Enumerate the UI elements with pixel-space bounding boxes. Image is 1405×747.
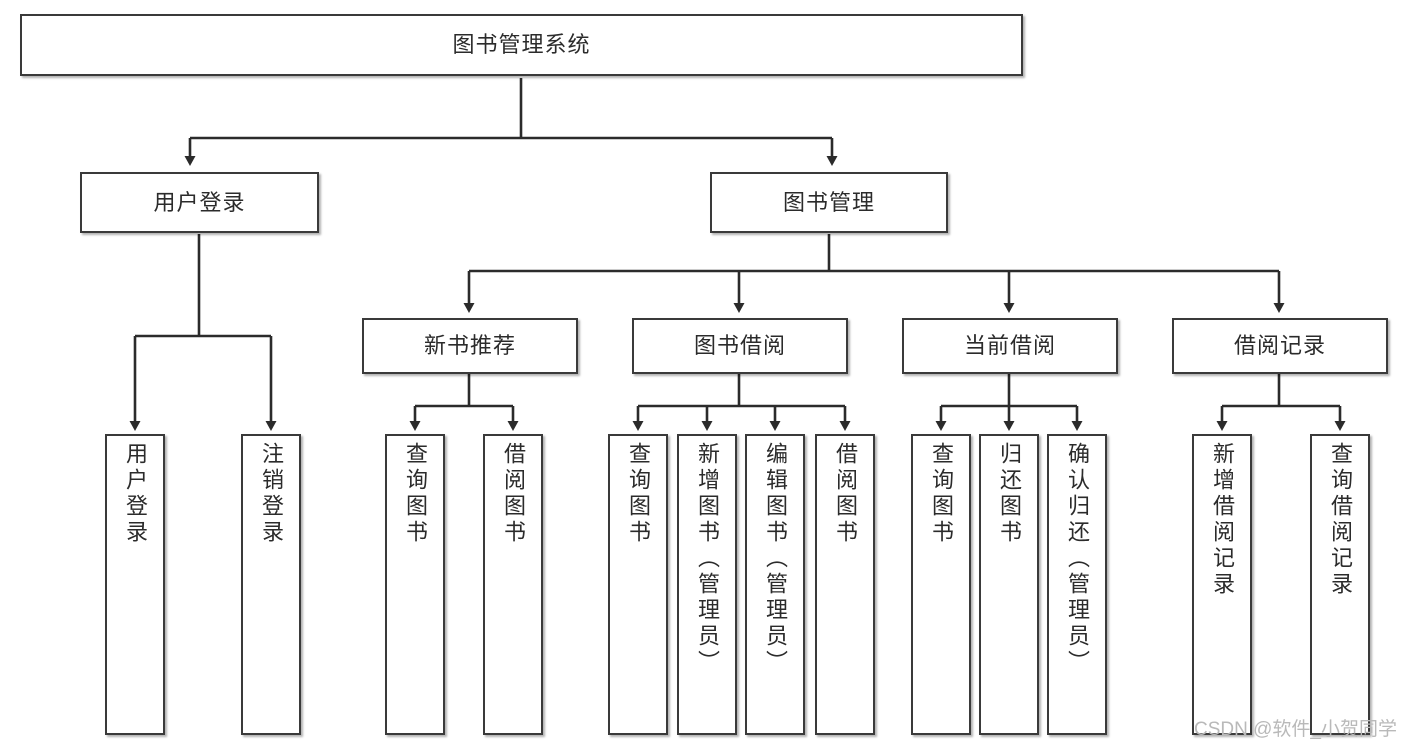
leaf-query-book-1[interactable]: 查询图书 [385, 434, 445, 735]
leaf-return-book[interactable]: 归还图书 [979, 434, 1039, 735]
leaf-borrow-book-1-label: 借阅图书 [501, 442, 526, 546]
leaf-edit-book[interactable]: 编辑图书（管理员） [745, 434, 805, 735]
leaf-confirm-return[interactable]: 确认归还（管理员） [1047, 434, 1107, 735]
leaf-query-record-label: 查询借阅记录 [1328, 442, 1353, 598]
leaf-add-book[interactable]: 新增图书（管理员） [677, 434, 737, 735]
leaf-logout[interactable]: 注销登录 [241, 434, 301, 735]
leaf-query-record[interactable]: 查询借阅记录 [1310, 434, 1370, 735]
leaf-borrow-book-2[interactable]: 借阅图书 [815, 434, 875, 735]
node-root[interactable]: 图书管理系统 [20, 14, 1023, 76]
node-current-borrow-label: 当前借阅 [963, 333, 1056, 359]
leaf-user-login[interactable]: 用户登录 [105, 434, 165, 735]
node-book-borrow-label: 图书借阅 [693, 333, 786, 359]
csdn-watermark: CSDN @软件_小贺同学 [1194, 719, 1397, 740]
leaf-confirm-return-label: 确认归还（管理员） [1065, 442, 1090, 676]
node-new-book-recommend[interactable]: 新书推荐 [362, 318, 578, 374]
node-book-management-label: 图书管理 [782, 189, 875, 215]
node-user-login[interactable]: 用户登录 [80, 172, 319, 233]
leaf-add-record-label: 新增借阅记录 [1210, 442, 1235, 598]
leaf-query-book-2[interactable]: 查询图书 [608, 434, 668, 735]
node-new-book-recommend-label: 新书推荐 [423, 333, 516, 359]
node-root-label: 图书管理系统 [452, 32, 591, 58]
node-user-login-label: 用户登录 [153, 189, 246, 215]
node-borrow-record[interactable]: 借阅记录 [1172, 318, 1388, 374]
node-book-management[interactable]: 图书管理 [710, 172, 948, 233]
leaf-return-book-label: 归还图书 [997, 442, 1022, 546]
leaf-logout-label: 注销登录 [259, 442, 284, 546]
leaf-query-book-3[interactable]: 查询图书 [911, 434, 971, 735]
node-borrow-record-label: 借阅记录 [1233, 333, 1326, 359]
node-current-borrow[interactable]: 当前借阅 [902, 318, 1118, 374]
leaf-borrow-book-1[interactable]: 借阅图书 [483, 434, 543, 735]
leaf-edit-book-label: 编辑图书（管理员） [763, 442, 788, 676]
leaf-query-book-2-label: 查询图书 [626, 442, 651, 546]
leaf-add-book-label: 新增图书（管理员） [695, 442, 720, 676]
leaf-query-book-1-label: 查询图书 [403, 442, 428, 546]
leaf-user-login-label: 用户登录 [123, 442, 148, 546]
leaf-query-book-3-label: 查询图书 [929, 442, 954, 546]
node-book-borrow[interactable]: 图书借阅 [632, 318, 848, 374]
leaf-add-record[interactable]: 新增借阅记录 [1192, 434, 1252, 735]
leaf-borrow-book-2-label: 借阅图书 [833, 442, 858, 546]
